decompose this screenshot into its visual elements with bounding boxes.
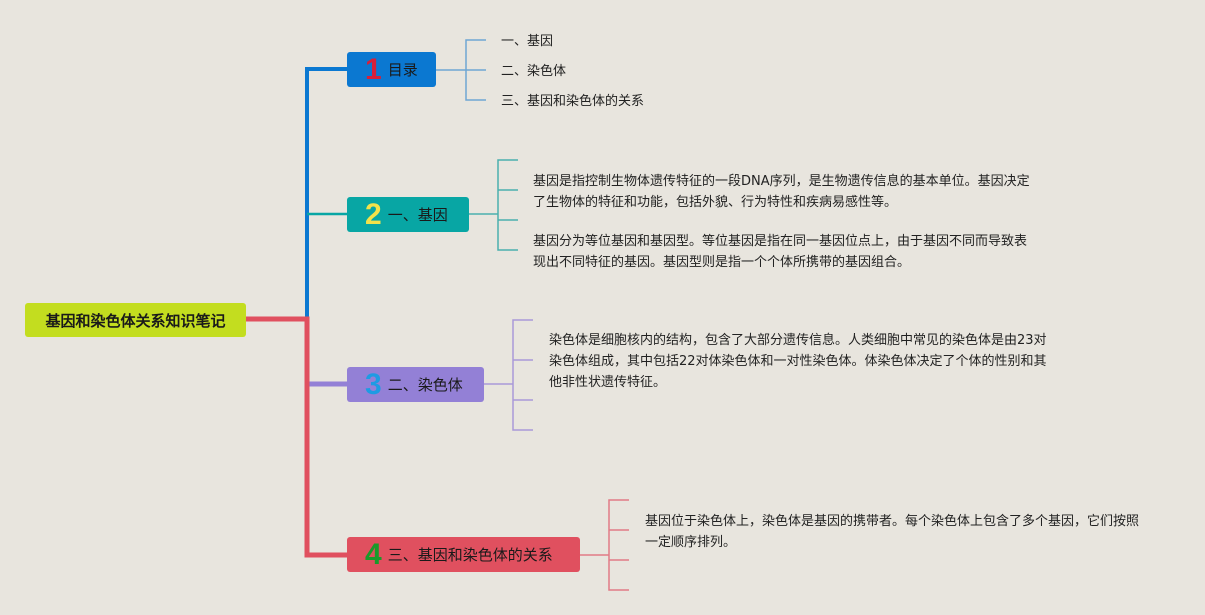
note-text: 染色体是细胞核内的结构，包含了大部分遗传信息。人类细胞中常见的染色体是由23对染…: [549, 333, 1047, 390]
number-badge: 1: [365, 52, 382, 86]
branch-label: 二、染色体: [387, 376, 463, 394]
note-text: 基因是指控制生物体遗传特征的一段DNA序列，是生物遗传信息的基本单位。基因决定了…: [533, 174, 1030, 210]
root-node[interactable]: 基因和染色体关系知识笔记: [25, 303, 246, 337]
number-badge: 4: [365, 537, 382, 571]
number-badge: 3: [365, 367, 382, 401]
branch-node-toc[interactable]: 1 目录: [347, 52, 436, 87]
branch-label: 目录: [387, 61, 418, 79]
branch-label: 一、基因: [387, 206, 448, 224]
bracket-2: [469, 159, 518, 251]
toc-item[interactable]: 一、基因: [501, 34, 554, 49]
branch-node-chromosome[interactable]: 3 二、染色体: [347, 367, 484, 402]
branch-node-gene[interactable]: 2 一、基因: [347, 197, 469, 232]
connector-branch-4: [246, 316, 347, 558]
connector-branch-1: [305, 67, 347, 318]
bracket-1: [436, 39, 486, 101]
branch-label: 三、基因和染色体的关系: [387, 546, 553, 564]
toc-item[interactable]: 三、基因和染色体的关系: [501, 94, 645, 109]
note-text: 基因位于染色体上，染色体是基因的携带者。每个染色体上包含了多个基因，它们按照一定…: [645, 514, 1140, 550]
note-text: 基因分为等位基因和基因型。等位基因是指在同一基因位点上，由于基因不同而导致表现出…: [533, 234, 1028, 270]
bracket-4: [580, 499, 629, 591]
root-label: 基因和染色体关系知识笔记: [45, 311, 226, 330]
toc-item[interactable]: 二、染色体: [501, 64, 567, 79]
branch-node-relation[interactable]: 4 三、基因和染色体的关系: [347, 537, 580, 572]
number-badge: 2: [365, 197, 382, 231]
bracket-3: [484, 319, 533, 431]
